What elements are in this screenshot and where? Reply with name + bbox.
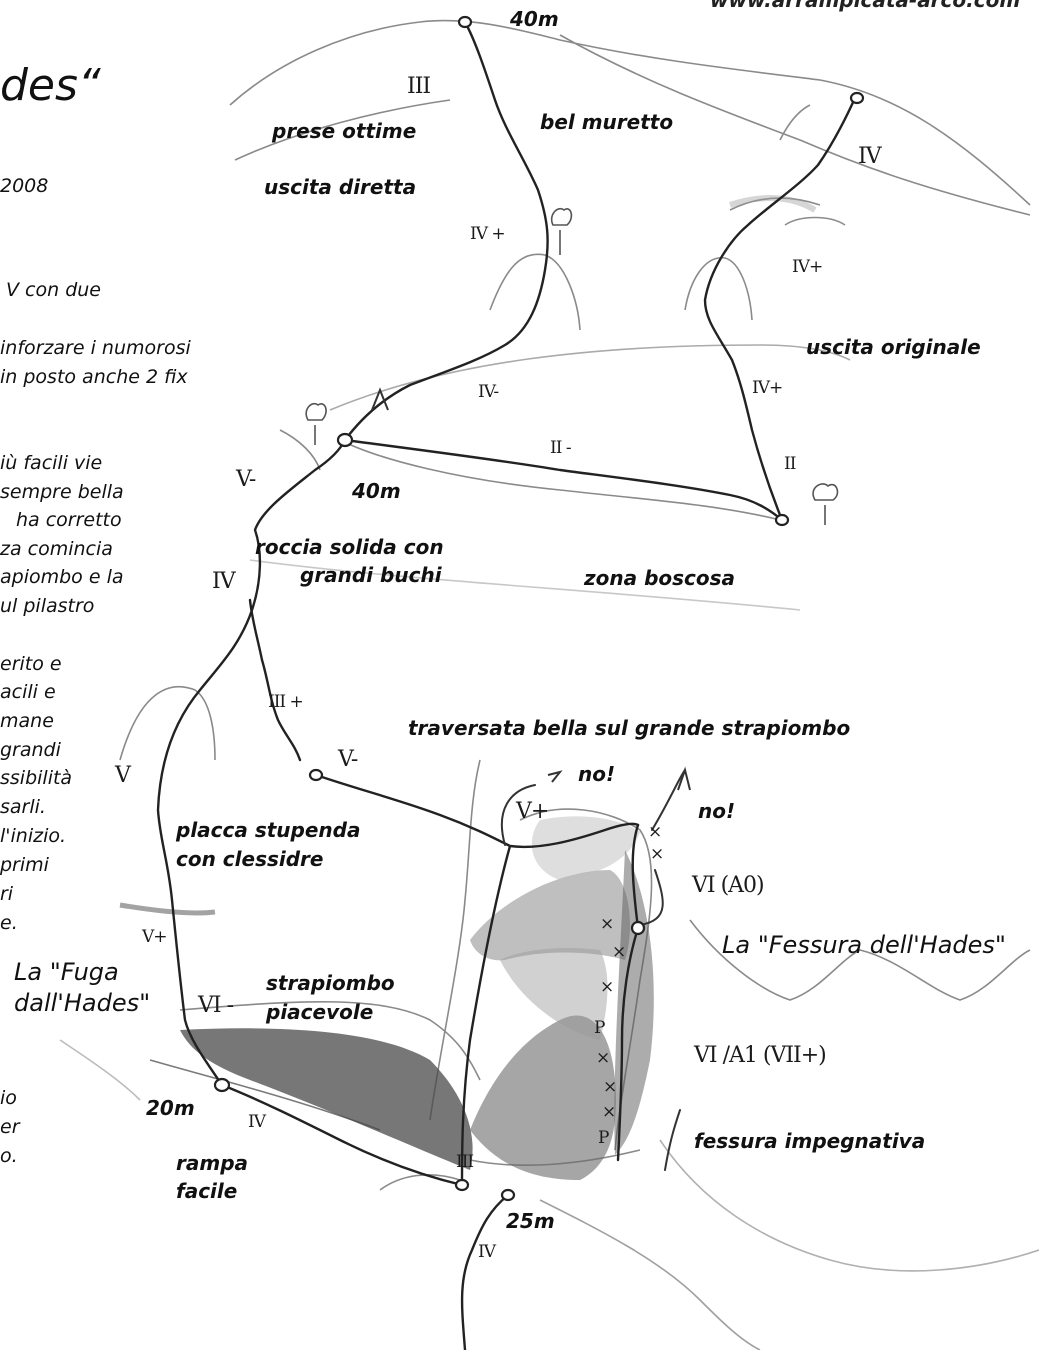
belay-station-fessura [632, 922, 644, 934]
grade-label: III + [268, 690, 303, 714]
annotation-no-right: no! [698, 798, 735, 824]
bolt-mark: P [594, 1016, 604, 1040]
grade-label: V- [338, 748, 357, 772]
annotation-strapiombo-1: strapiombo [266, 970, 395, 996]
grade-label: IV [858, 145, 881, 169]
grade-label: V- [236, 468, 255, 492]
route-name-fuga-line2: dall'Hades" [14, 988, 150, 1018]
left-text-18: ri [0, 880, 13, 909]
left-text-9: ul pilastro [0, 592, 94, 621]
grade-label: III [407, 75, 430, 99]
annotation-placca-2: con clessidre [176, 846, 323, 872]
bolt-mark: × [650, 842, 663, 866]
annotation-roccia-solida-1: roccia solida con [255, 534, 444, 560]
grade-label: V [115, 764, 130, 788]
grade-label: VI (A0) [692, 874, 764, 898]
grade-label: V+ [142, 925, 167, 949]
grade-label: IV+ [792, 255, 822, 279]
left-text-10: erito e [0, 650, 62, 679]
grade-label: IV [478, 1240, 495, 1264]
pitch-length-25m: 25m [506, 1208, 555, 1234]
annotation-rampa-2: facile [176, 1178, 237, 1204]
pitch-length-mid: 40m [352, 478, 401, 504]
annotation-bel-muretto: bel muretto [540, 109, 673, 135]
left-text-14: ssibilità [0, 764, 72, 793]
grade-label: IV- [478, 380, 498, 404]
grade-label: IV + [470, 222, 505, 246]
grade-label: III [456, 1150, 473, 1174]
route-name-fessura: La "Fessura dell'Hades" [722, 930, 1006, 960]
annotation-no-left: no! [578, 761, 615, 787]
left-text-13: grandi [0, 736, 61, 765]
left-text-20: io [0, 1084, 17, 1113]
annotation-uscita-diretta: uscita diretta [264, 174, 416, 200]
page-title-partial: des“ [0, 60, 101, 112]
left-text-17: primi [0, 851, 49, 880]
belay-station-top [459, 17, 471, 27]
grade-label: II - [550, 436, 571, 460]
bolt-mark: × [602, 1100, 615, 1124]
annotation-roccia-solida-2: grandi buchi [300, 562, 442, 588]
annotation-traversata: traversata bella sul grande strapiombo [408, 715, 850, 741]
grade-label: IV [212, 570, 235, 594]
left-text-16: l'inizio. [0, 822, 66, 851]
annotation-prese-ottime: prese ottime [272, 118, 416, 144]
left-text-8: apiombo e la [0, 563, 124, 592]
grade-label: IV [248, 1110, 265, 1134]
bolt-mark: × [648, 820, 661, 844]
grade-label: VI - [198, 994, 233, 1018]
annotation-uscita-originale: uscita originale [806, 334, 981, 360]
left-text-4: iù facili vie [0, 449, 102, 478]
annotation-placca-1: placca stupenda [176, 817, 360, 843]
annotation-strapiombo-2: piacevole [266, 999, 373, 1025]
left-text-2: inforzare i numorosi [0, 334, 191, 363]
bolt-mark: P [598, 1126, 608, 1150]
grade-label: VI /A1 (VII+) [694, 1044, 826, 1068]
annotation-rampa-1: rampa [176, 1150, 248, 1176]
bolt-mark: × [612, 940, 625, 964]
belay-station-top-right [851, 93, 863, 103]
left-text-11: acili e [0, 678, 56, 707]
left-text-22: o. [0, 1142, 18, 1171]
grade-label: IV+ [752, 376, 782, 400]
pitch-length-top: 40m [510, 6, 559, 32]
belay-station-start-a [456, 1180, 468, 1190]
annotation-fessura-impegnativa: fessura impegnativa [694, 1128, 925, 1154]
belay-station-20m [215, 1079, 229, 1091]
website-url: www.arrampicata-arco.com [710, 0, 1020, 12]
belay-station-start-b [502, 1190, 514, 1200]
left-text-21: er [0, 1113, 20, 1142]
grade-label: II [784, 452, 795, 476]
left-text-19: e. [0, 909, 18, 938]
left-text-6: ha corretto [16, 506, 122, 535]
left-text-3: in posto anche 2 fix [0, 363, 188, 392]
belay-station-traverse [310, 770, 322, 780]
bolt-mark: × [596, 1046, 609, 1070]
grade-label: V+ [516, 800, 548, 824]
left-text-5: sempre bella [0, 478, 124, 507]
left-text-15: sarli. [0, 793, 46, 822]
route-name-fuga-line1: La "Fuga [14, 957, 119, 987]
bolt-mark: × [600, 912, 613, 936]
belay-station-mid [338, 434, 352, 446]
bolt-mark: × [600, 975, 613, 999]
left-text-12: mane [0, 707, 54, 736]
left-text-1: V con due [6, 276, 101, 305]
bolt-mark: × [603, 1075, 616, 1099]
pitch-length-20m: 20m [146, 1095, 195, 1121]
year-partial: 2008 [0, 172, 48, 201]
annotation-zona-boscosa: zona boscosa [584, 565, 735, 591]
belay-station-right [776, 515, 788, 525]
left-text-7: za comincia [0, 535, 113, 564]
